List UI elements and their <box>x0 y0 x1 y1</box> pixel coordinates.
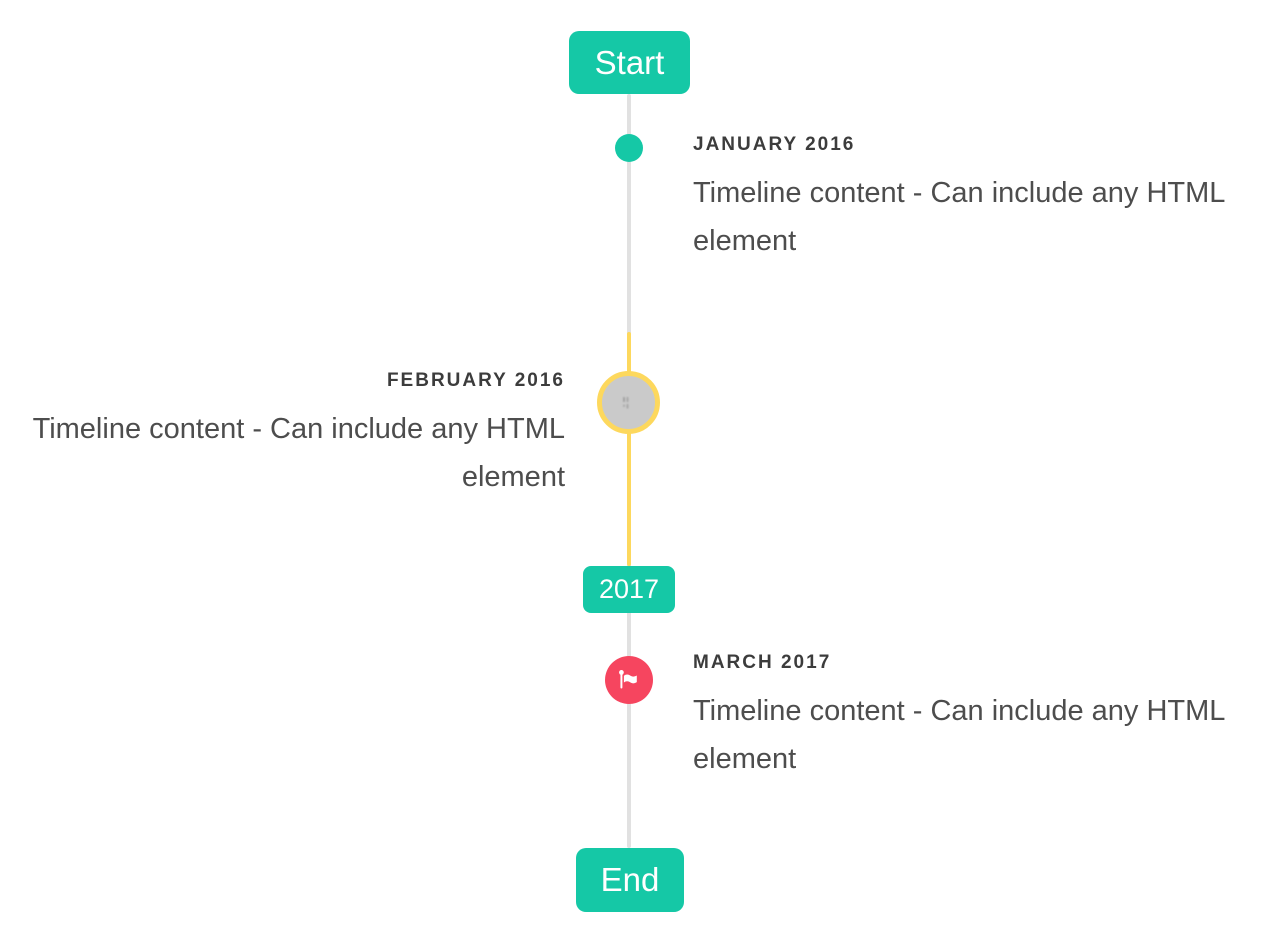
timeline-entry-march: MARCH 2017 Timeline content - Can includ… <box>693 651 1228 783</box>
february-content-text: Timeline content - Can include any HTML … <box>32 413 565 493</box>
year-2017-badge[interactable]: 2017 <box>583 566 675 613</box>
timeline-entry-january: JANUARY 2016 Timeline content - Can incl… <box>693 133 1228 265</box>
photo-thumbnail-icon <box>620 395 638 411</box>
january-content-text: Timeline content - Can include any HTML … <box>693 177 1225 257</box>
flag-icon <box>616 667 642 693</box>
timeline-entry-february: FEBRUARY 2016 Timeline content - Can inc… <box>30 369 565 501</box>
february-date-label: FEBRUARY 2016 <box>386 370 565 391</box>
timeline-line-highlight <box>627 332 631 566</box>
january-dot-marker <box>615 134 643 162</box>
march-date-label: MARCH 2017 <box>693 652 832 673</box>
march-content-text: Timeline content - Can include any HTML … <box>693 695 1225 775</box>
january-date-label: JANUARY 2016 <box>693 134 856 155</box>
february-photo-marker <box>597 371 660 434</box>
march-flag-marker <box>605 656 653 704</box>
end-button[interactable]: End <box>576 848 684 912</box>
start-button[interactable]: Start <box>569 31 690 94</box>
